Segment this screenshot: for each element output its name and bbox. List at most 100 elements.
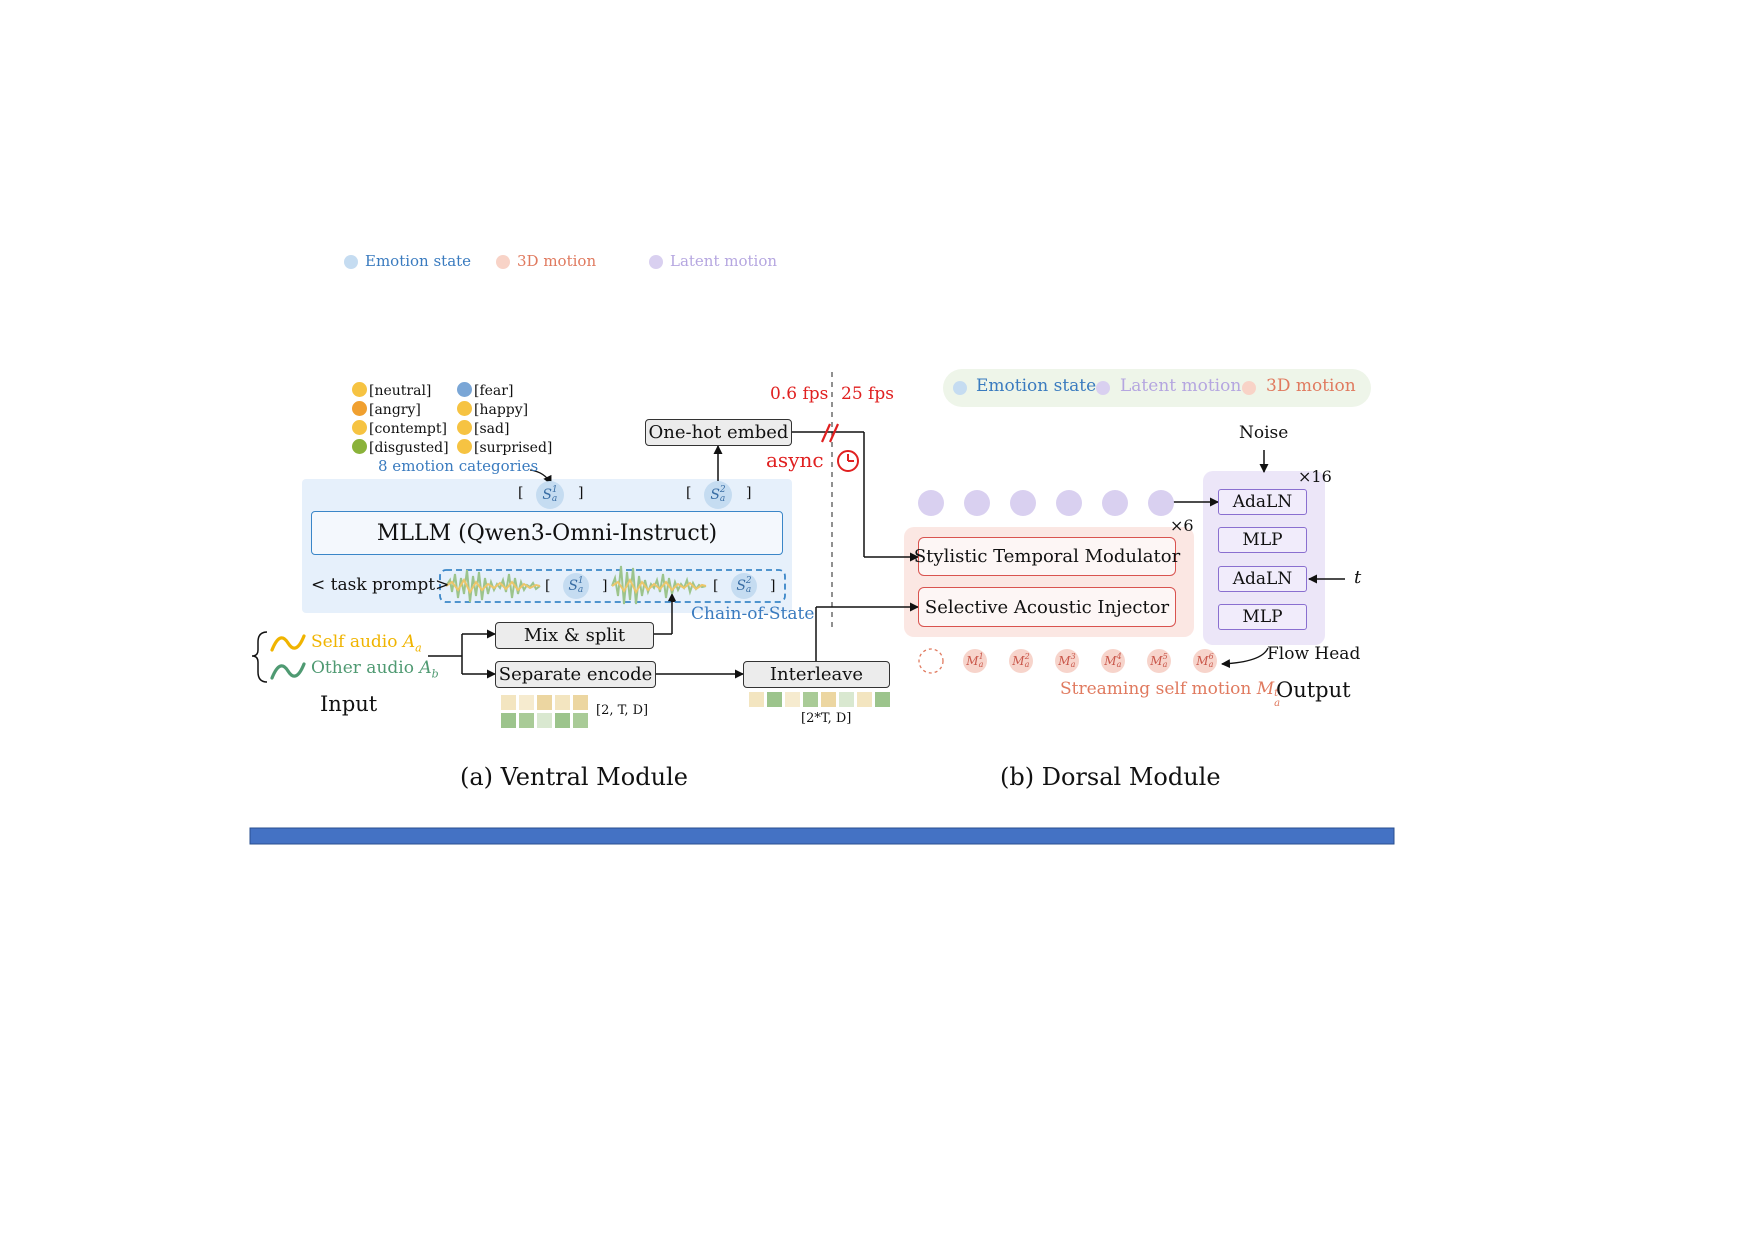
separate-encode-box: Separate encode	[495, 661, 656, 688]
t-label: t	[1354, 567, 1362, 588]
chain-of-state-label: Chain-of-State	[691, 604, 815, 624]
input-label: Input	[320, 692, 378, 716]
face-neutral-icon	[352, 382, 367, 397]
x16-label: ×16	[1298, 467, 1332, 486]
token-cell	[519, 695, 534, 710]
cos-bracket-open-1: [	[545, 578, 551, 594]
caption-dorsal: (b) Dorsal Module	[1000, 763, 1221, 791]
face-sad-icon	[457, 420, 472, 435]
waveform-1	[445, 569, 541, 603]
legend-top-dot-latent	[649, 255, 663, 269]
latent-motion-dot	[1010, 490, 1036, 516]
state2-bracket-close: ]	[746, 485, 752, 501]
one-hot-embed-box: One-hot embed	[645, 419, 792, 446]
token-cell	[875, 692, 890, 707]
latent-motion-dot	[918, 490, 944, 516]
emotion-item: [neutral]	[352, 382, 449, 401]
face-fear-icon	[457, 382, 472, 397]
latent-motion-dot	[1056, 490, 1082, 516]
legend-right-latent: Latent motion	[1120, 376, 1242, 396]
latent-motion-dot	[964, 490, 990, 516]
adaln-box-1: AdaLN	[1218, 489, 1307, 515]
face-happy-icon	[457, 401, 472, 416]
emotion-item: [contempt]	[352, 420, 449, 439]
clock-icon	[838, 451, 858, 471]
right-legend-panel	[943, 369, 1371, 407]
emotion-item: [fear]	[457, 382, 552, 401]
token-cell	[803, 692, 818, 707]
emotion-item: [disgusted]	[352, 439, 449, 458]
latent-motion-dot	[1102, 490, 1128, 516]
token-cell	[555, 695, 570, 710]
cos-bracket-close-2: ]	[770, 578, 776, 594]
state1-bracket-open: [	[518, 485, 524, 501]
token-cell	[537, 695, 552, 710]
legend-top-latent: Latent motion	[670, 252, 778, 270]
selective-acoustic-injector-box: Selective Acoustic Injector	[918, 587, 1176, 627]
legend-right-dot-emotion	[953, 381, 967, 395]
stylistic-temporal-modulator-box: Stylistic Temporal Modulator	[914, 537, 1180, 576]
task-prompt: < task prompt>	[311, 575, 450, 595]
emotion-categories-label: 8 emotion categories	[378, 457, 539, 475]
cos-bracket-close-1: ]	[602, 578, 608, 594]
token-cell	[839, 692, 854, 707]
state1-bracket-close: ]	[578, 485, 584, 501]
emotion-list-left: [neutral] [angry] [contempt] [disgusted]	[352, 382, 449, 458]
face-disgusted-icon	[352, 439, 367, 454]
emotion-item: [surprised]	[457, 439, 552, 458]
mllm-box: MLLM (Qwen3-Omni-Instruct)	[311, 511, 783, 555]
face-contempt-icon	[352, 420, 367, 435]
noise-label: Noise	[1239, 423, 1289, 443]
output-label: Output	[1276, 678, 1351, 702]
token-cell	[555, 713, 570, 728]
caption-ventral: (a) Ventral Module	[460, 763, 688, 791]
token-cell	[501, 713, 516, 728]
token-cell	[821, 692, 836, 707]
legend-right-dot-latent	[1096, 381, 1110, 395]
mix-split-box: Mix & split	[495, 622, 654, 649]
emotion-item: [angry]	[352, 401, 449, 420]
mlp-box-2: MLP	[1218, 604, 1307, 630]
emotion-item: [happy]	[457, 401, 552, 420]
state2-bracket-open: [	[686, 485, 692, 501]
flow-head-label: Flow Head	[1267, 644, 1361, 664]
latent-motion-dot	[1148, 490, 1174, 516]
async-label: async	[766, 448, 824, 472]
token-cell	[573, 713, 588, 728]
fps-right: 25 fps	[841, 384, 894, 404]
fps-left: 0.6 fps	[770, 384, 829, 404]
emotion-item: [sad]	[457, 420, 552, 439]
token-cell	[537, 713, 552, 728]
face-angry-icon	[352, 401, 367, 416]
cos-bracket-open-2: [	[713, 578, 719, 594]
token-cell	[767, 692, 782, 707]
emotion-list-right: [fear] [happy] [sad] [surprised]	[457, 382, 552, 458]
x6-label: ×6	[1170, 516, 1194, 535]
legend-top-3d: 3D motion	[517, 252, 597, 270]
interleave-box: Interleave	[743, 661, 890, 688]
other-audio-label: Other audio Ab	[311, 658, 439, 681]
legend-right-dot-3d	[1242, 381, 1256, 395]
legend-top-dot-3d	[496, 255, 510, 269]
adaln-box-2: AdaLN	[1218, 566, 1307, 592]
legend-top-emotion: Emotion state	[365, 252, 472, 270]
face-surprised-icon	[457, 439, 472, 454]
legend-top-dot-emotion	[344, 255, 358, 269]
token-cell	[749, 692, 764, 707]
shape-label-1: [2, T, D]	[596, 703, 649, 718]
mlp-box-1: MLP	[1218, 527, 1307, 553]
token-cell	[501, 695, 516, 710]
token-cell	[573, 695, 588, 710]
